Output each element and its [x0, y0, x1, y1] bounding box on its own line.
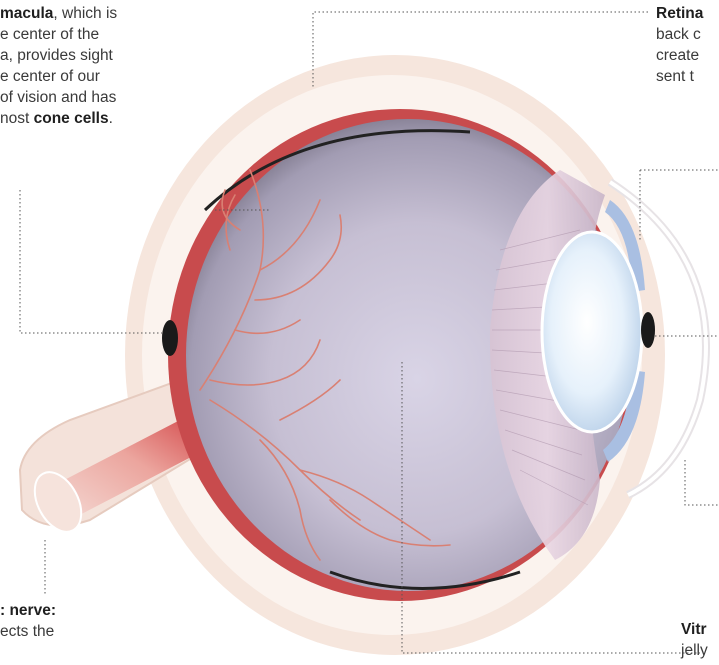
optic-nerve-label: : nerve: ects the — [0, 600, 56, 642]
optic-disc-marker — [162, 320, 178, 356]
retina-label: Retina back c create sent t — [656, 3, 703, 87]
lens — [542, 232, 642, 432]
pupil — [641, 312, 655, 348]
leader-cornea — [685, 460, 719, 505]
macula-label: macula, which is e center of the a, prov… — [0, 3, 117, 129]
vitreous-label: Vitr jelly — [681, 619, 708, 661]
